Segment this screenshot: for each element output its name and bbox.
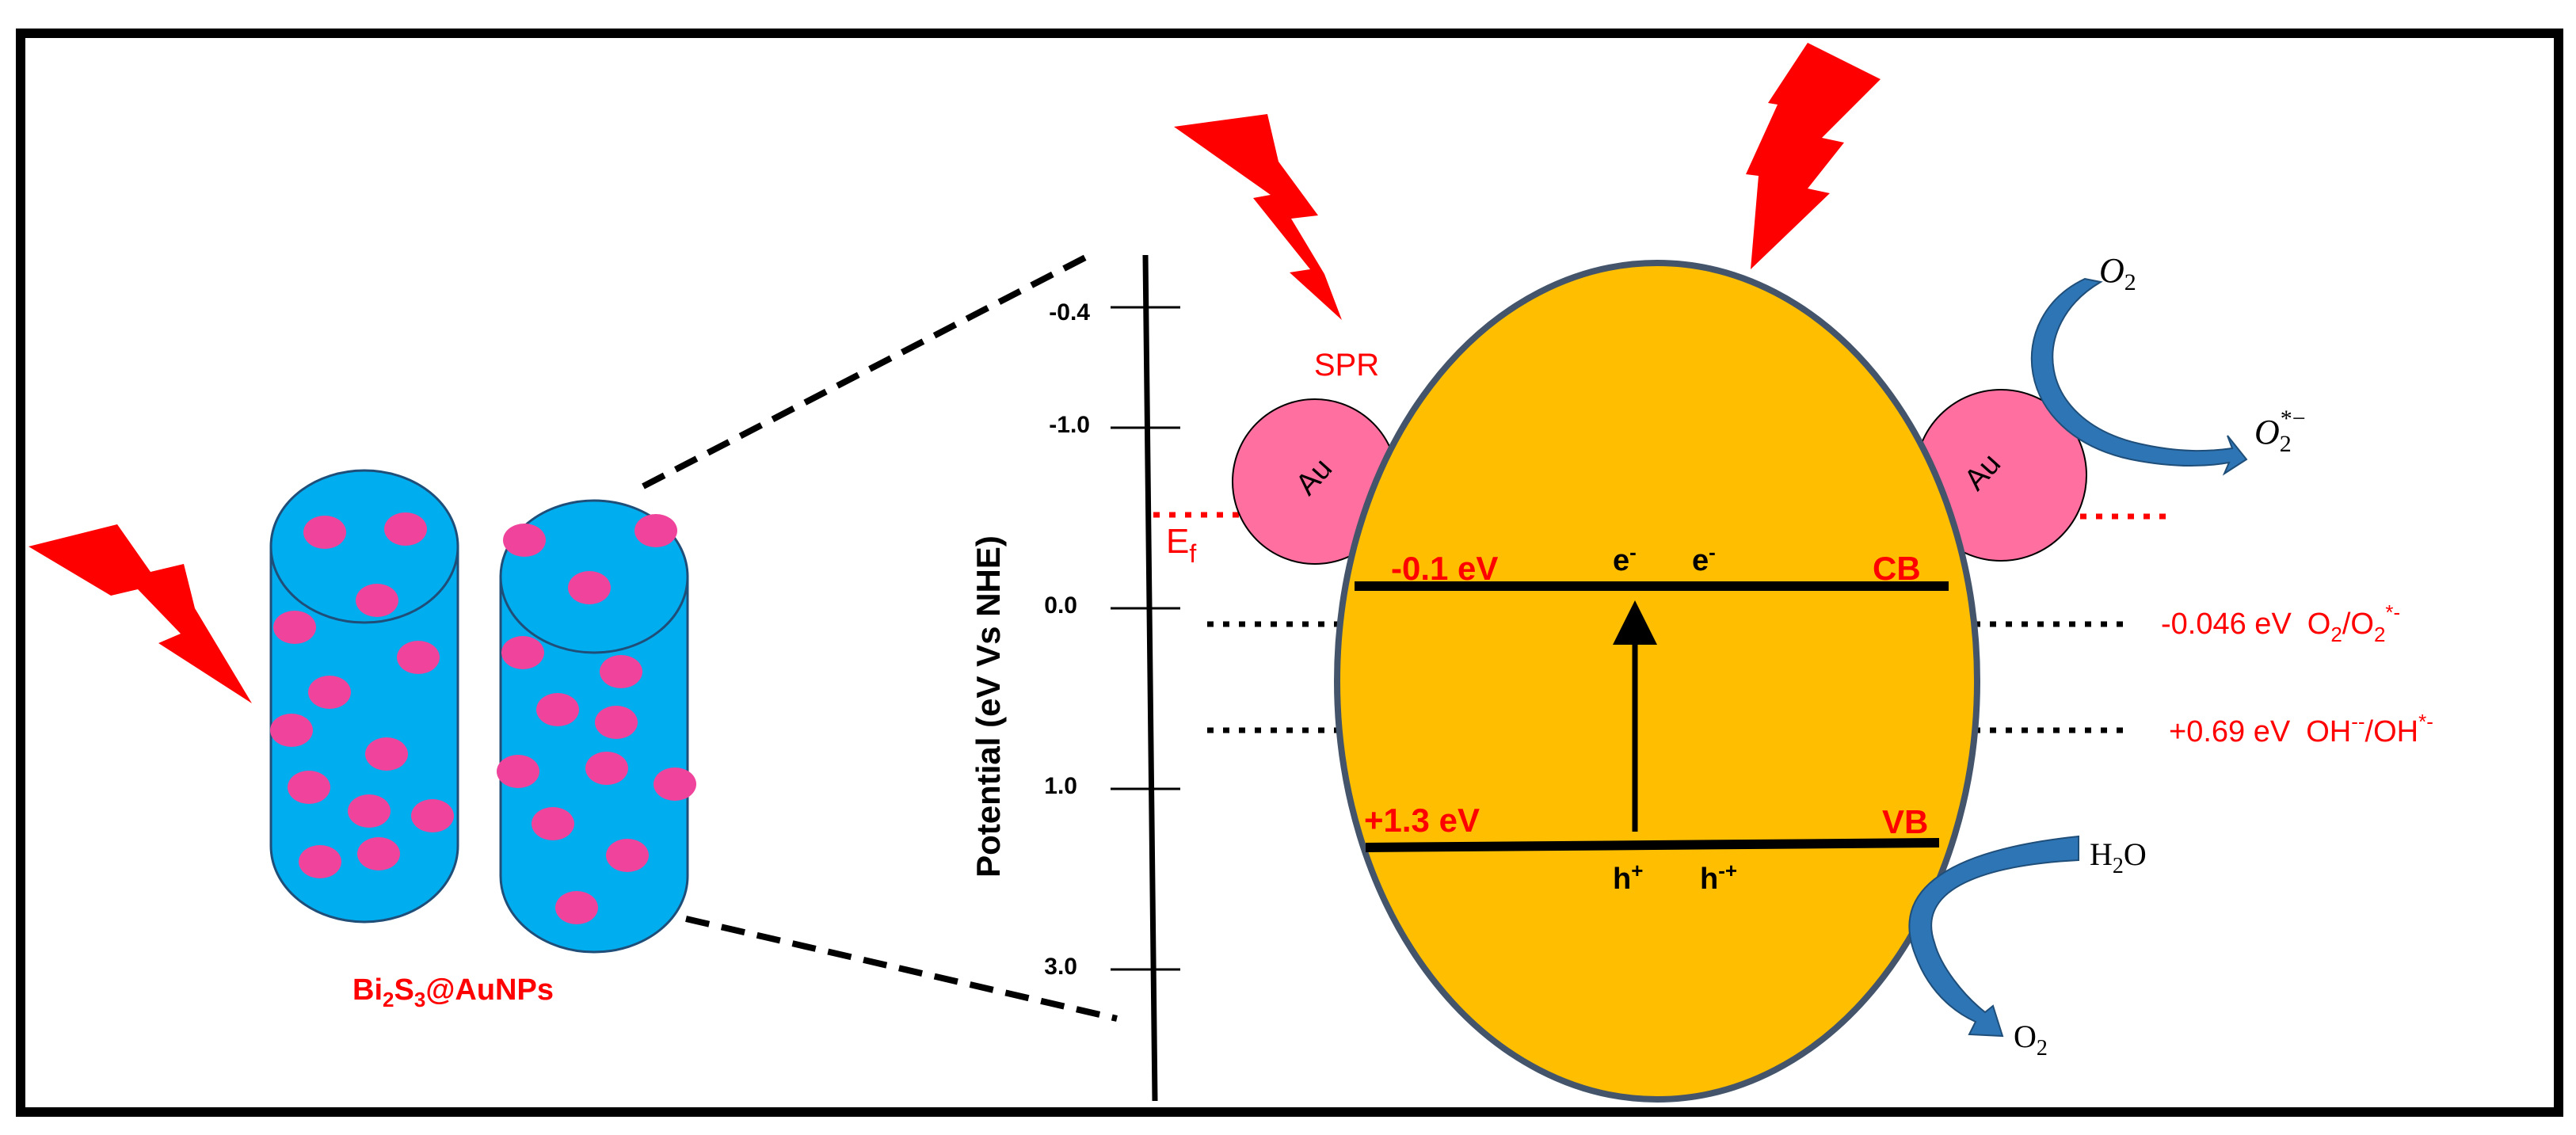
dotted-levels <box>1153 512 2170 733</box>
species-o2-bottom: O2 <box>2014 1019 2048 1061</box>
lightning-left <box>29 524 252 703</box>
caption-part-1: Bi <box>352 973 383 1007</box>
zoom-line-bottom <box>685 916 1118 1022</box>
axis-ticks <box>1111 306 1180 971</box>
fermi-main: E <box>1166 522 1189 561</box>
water-oxidation-arrow <box>1908 835 2079 1038</box>
nanorod-right <box>499 499 689 954</box>
o2-reduction-arrow <box>2030 277 2248 476</box>
hole-1: h+ <box>1613 859 1643 896</box>
lightning-top-left <box>1174 114 1342 320</box>
valence-band <box>1365 838 1940 852</box>
hole-2: h-+ <box>1700 859 1737 896</box>
potential-axis <box>1142 254 1158 1102</box>
axis-title: Potential (eV Vs NHE) <box>970 535 1007 878</box>
cb-label: CB <box>1873 550 1921 587</box>
caption-part-3: @AuNPs <box>425 973 554 1007</box>
material-caption: Bi2S3@AuNPs <box>352 973 554 1011</box>
caption-sub-1: 2 <box>383 988 394 1011</box>
tick-label-4: 1.0 <box>1044 773 1077 799</box>
vb-potential: +1.3 eV <box>1364 802 1480 839</box>
tick-label-1: -0.4 <box>1049 299 1090 326</box>
redox-oh-value: +0.69 eV <box>2169 715 2291 748</box>
fermi-sub: f <box>1189 539 1196 568</box>
fermi-level-label: Ef <box>1166 522 1196 568</box>
nanorod-left <box>269 469 459 924</box>
electron-2: e- <box>1692 540 1716 577</box>
lightning-top-right <box>1746 43 1881 269</box>
redox-o2-value: -0.046 eV <box>2161 607 2292 641</box>
caption-sub-2: 3 <box>414 988 425 1011</box>
zoom-line-top <box>642 252 1092 489</box>
vb-label: VB <box>1882 803 1928 840</box>
gold-nanoparticles <box>270 512 696 924</box>
semiconductor-particle <box>1334 260 1980 1103</box>
tick-label-5: 3.0 <box>1044 954 1077 980</box>
species-o2-top: O2 <box>2099 251 2136 295</box>
electron-1: e- <box>1613 540 1637 577</box>
spr-label: SPR <box>1314 348 1379 383</box>
species-superoxide: O2*− <box>2254 406 2306 457</box>
tick-label-3: 0.0 <box>1044 592 1077 619</box>
caption-part-2: S <box>394 973 414 1007</box>
cb-potential: -0.1 eV <box>1391 550 1498 587</box>
tick-label-2: -1.0 <box>1049 412 1090 438</box>
species-water: H2O <box>2090 836 2147 878</box>
